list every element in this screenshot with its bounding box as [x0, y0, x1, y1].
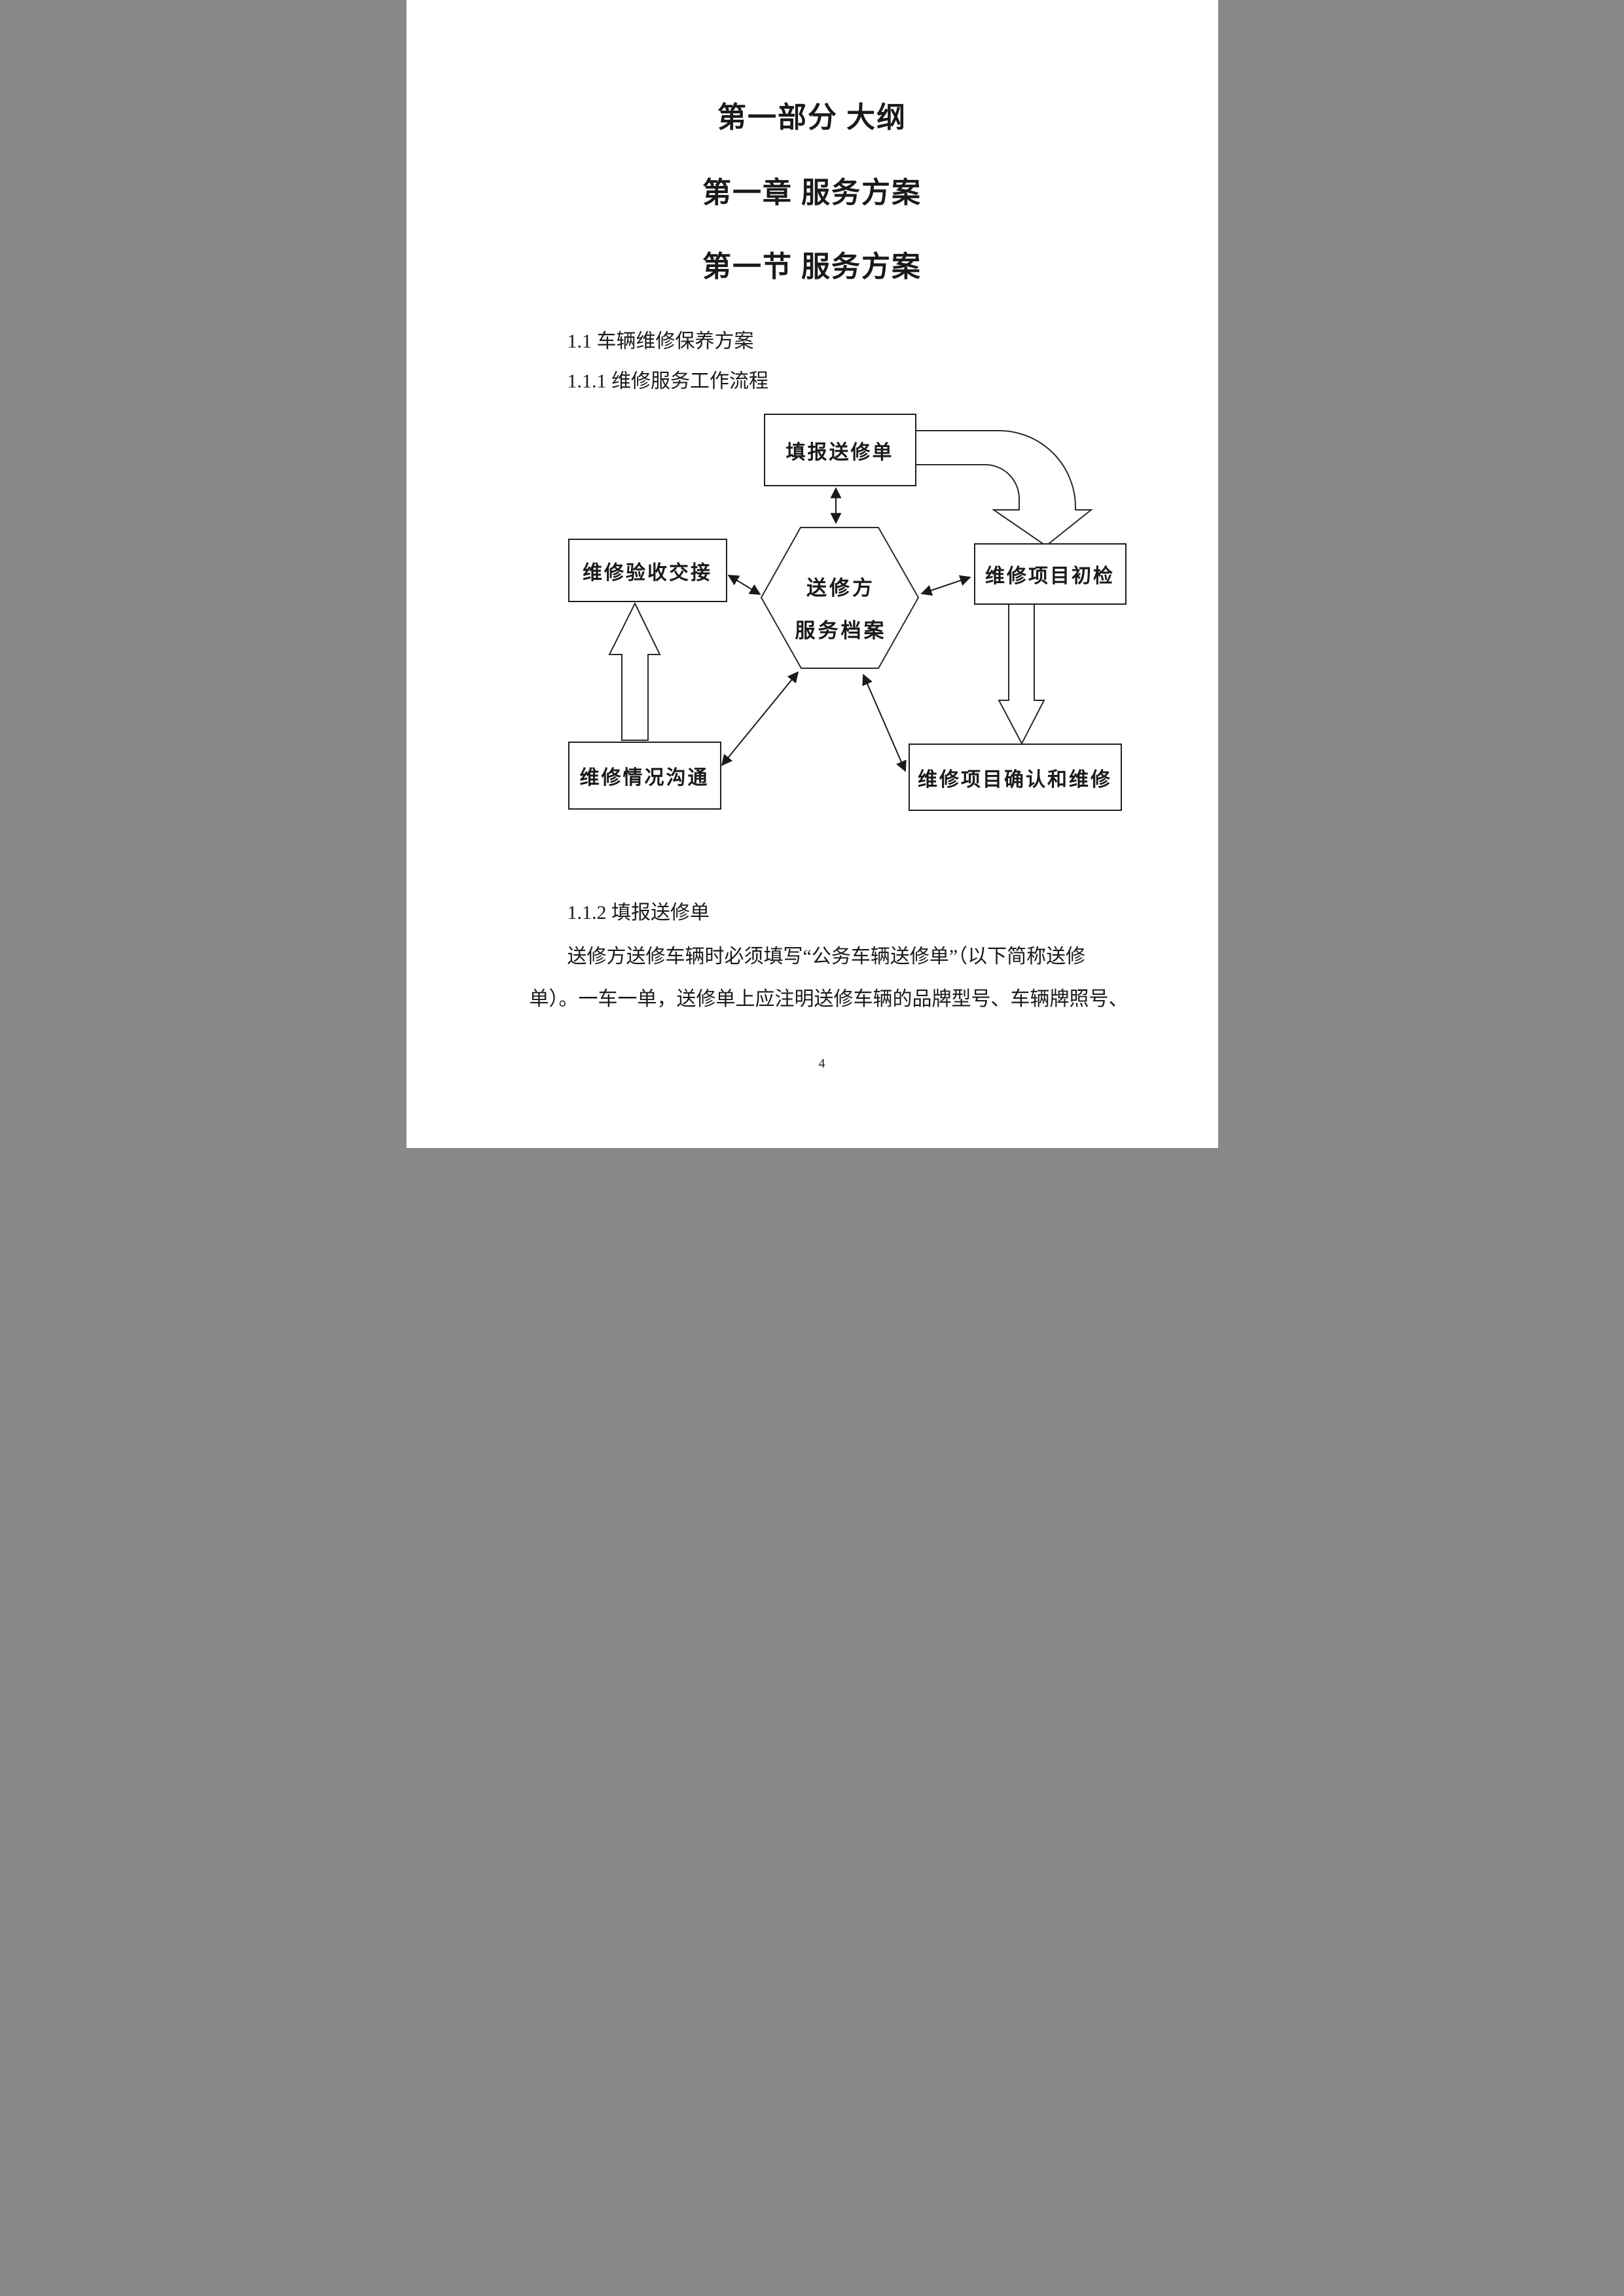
curved-block-arrow	[914, 430, 1093, 547]
connector-leftbox-hexagon	[727, 575, 761, 595]
flow-node-fill-repair-order: 填报送修单	[763, 414, 916, 486]
page-number: 4	[818, 1056, 825, 1071]
hexagon-shape	[760, 527, 919, 669]
section-heading: 第一节 服务方案	[702, 251, 922, 283]
hexagon-label-line1: 送修方	[806, 577, 875, 600]
item-1-1-2: 1.1.2 填报送修单	[567, 902, 710, 924]
item-1-1-1: 1.1.1 维修服务工作流程	[567, 370, 769, 392]
flow-node-confirm-and-repair: 维修项目确认和维修	[908, 744, 1122, 811]
hexagon-label-line2: 服务档案	[795, 619, 887, 642]
connector-bottomleftbox-hexagon	[721, 671, 799, 766]
paragraph-line2: 单）。一车一单，送修单上应注明送修车辆的品牌型号、车辆牌照号、	[529, 988, 1128, 1010]
connector-hexagon-rightbox	[920, 575, 971, 596]
flow-node-repair-communication: 维修情况沟通	[568, 742, 721, 810]
up-block-arrow	[607, 601, 661, 741]
workflow-diagram	[607, 430, 1093, 772]
item-1-1: 1.1 车辆维修保养方案	[567, 331, 754, 352]
down-block-arrow	[997, 601, 1045, 745]
document-page: 第一部分 大纲 第一章 服务方案 第一节 服务方案 1.1 车辆维修保养方案 1…	[406, 0, 1218, 1148]
flow-node-acceptance-handover: 维修验收交接	[568, 539, 727, 602]
chapter-heading: 第一章 服务方案	[702, 177, 922, 209]
part-heading: 第一部分 大纲	[717, 101, 907, 134]
flow-node-initial-inspection: 维修项目初检	[973, 543, 1127, 605]
connector-hexagon-bottomrightbox	[861, 673, 907, 772]
paragraph-line1: 送修方送修车辆时必须填写“公务车辆送修单”（以下简称送修	[567, 946, 1086, 967]
